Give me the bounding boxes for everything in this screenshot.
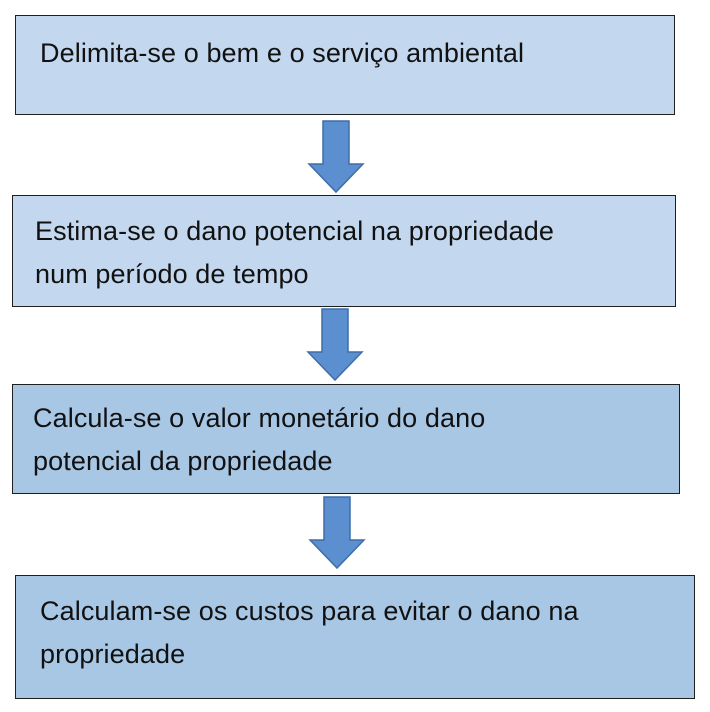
step-label: Calculam-se os custos para evitar o dano… — [40, 596, 579, 669]
step-label: Estima-se o dano potencial na propriedad… — [35, 216, 554, 289]
step-label: Delimita-se o bem e o serviço ambiental — [40, 38, 525, 68]
step-box-estimate: Estima-se o dano potencial na propriedad… — [12, 195, 676, 307]
step-box-calculate-costs: Calculam-se os custos para evitar o dano… — [15, 575, 695, 699]
arrow-down-icon — [308, 496, 366, 570]
arrow-down-icon — [307, 120, 365, 194]
step-box-calculate-value: Calcula-se o valor monetário do dano pot… — [12, 384, 680, 494]
arrow-down-icon — [306, 308, 364, 382]
step-box-delimit: Delimita-se o bem e o serviço ambiental — [15, 15, 675, 115]
step-label: Calcula-se o valor monetário do dano pot… — [33, 403, 486, 476]
